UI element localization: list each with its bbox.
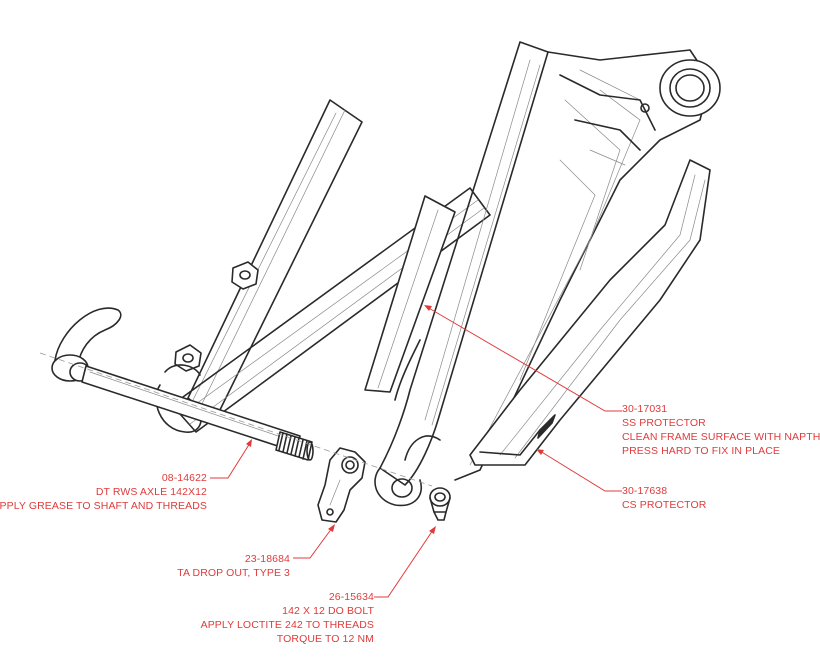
leader-cs <box>536 449 622 492</box>
assembly-axis <box>39 352 433 487</box>
do-bolt-part <box>429 487 451 521</box>
callout-ss-line-2: CLEAN FRAME SURFACE WITH NAPTHA <box>622 431 820 443</box>
callout-axle: 08-14622 DT RWS AXLE 142X12 APPLY GREASE… <box>0 471 207 513</box>
leader-axle <box>210 439 252 479</box>
leader-bolt <box>374 526 436 598</box>
callout-axle-line-1: DT RWS AXLE 142X12 <box>95 486 207 498</box>
ss-protector-part <box>364 195 456 393</box>
callout-cs-line-1: CS PROTECTOR <box>622 499 707 511</box>
leader-ss <box>424 305 622 412</box>
callout-bolt: 26-15634 142 X 12 DO BOLT APPLY LOCTITE … <box>201 590 374 646</box>
callout-bolt-line-1: 142 X 12 DO BOLT <box>282 605 374 617</box>
callout-bolt-part-number: 26-15634 <box>328 591 374 603</box>
drop-out-part <box>317 447 366 523</box>
seat-stay-tube <box>174 99 363 421</box>
callout-axle-line-2: APPLY GREASE TO SHAFT AND THREADS <box>0 500 207 512</box>
callout-drop-out-line-1: TA DROP OUT, TYPE 3 <box>177 567 290 579</box>
callout-ss-line-3: PRESS HARD TO FIX IN PLACE <box>622 445 781 457</box>
rocker-body <box>374 41 721 507</box>
callout-bolt-line-3: TORQUE TO 12 NM <box>276 633 374 645</box>
callout-drop-out: 23-18684 TA DROP OUT, TYPE 3 <box>177 552 290 580</box>
leader-drop-out <box>293 524 335 559</box>
callout-bolt-line-2: APPLY LOCTITE 242 TO THREADS <box>200 619 374 631</box>
callout-drop-out-part-number: 23-18684 <box>244 553 290 565</box>
callout-cs-protector: 30-17638 CS PROTECTOR <box>622 484 706 512</box>
callout-ss-line-1: SS PROTECTOR <box>622 417 706 429</box>
axle-part <box>51 307 314 461</box>
callout-cs-part-number: 30-17638 <box>622 485 668 497</box>
callout-ss-protector: 30-17031 SS PROTECTOR CLEAN FRAME SURFAC… <box>622 402 820 458</box>
callout-ss-part-number: 30-17031 <box>622 403 668 415</box>
callout-axle-part-number: 08-14622 <box>161 472 207 484</box>
